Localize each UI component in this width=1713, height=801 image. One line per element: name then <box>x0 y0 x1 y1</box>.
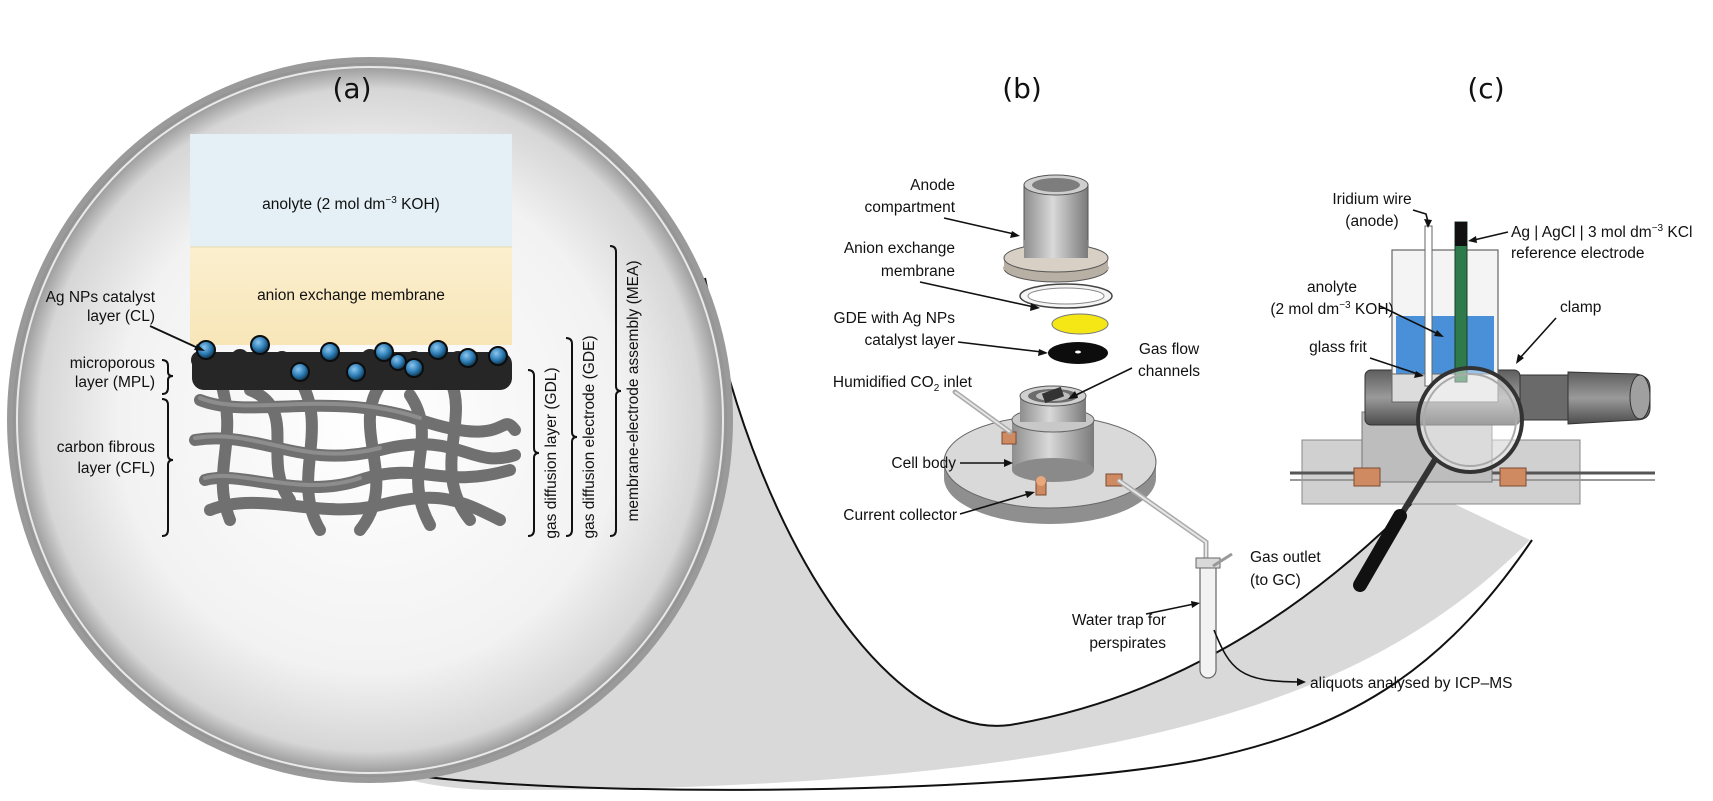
ref-label-line1: Ag | AgCl | 3 mol dm−3 KCl <box>1511 223 1692 241</box>
water-trap-label-line1: Water trap for <box>1072 612 1166 629</box>
ref-label-line2: reference electrode <box>1511 245 1645 262</box>
panel-a-label: (a) <box>332 72 371 105</box>
anode-compartment <box>1003 174 1109 283</box>
membrane-label: anion exchange membrane <box>257 287 445 304</box>
aem-label-line2: membrane <box>881 263 955 280</box>
cfl-label-line1: carbon fibrous <box>57 439 155 456</box>
cl-arrow <box>149 325 205 351</box>
cfl-label-line2: layer (CFL) <box>77 460 155 477</box>
iridium-label-line1: Iridium wire <box>1332 191 1411 208</box>
anode-label-line2: compartment <box>865 199 956 216</box>
copper-fitting-right <box>1499 467 1527 487</box>
panel-b-label: (b) <box>1002 72 1042 105</box>
glass-cell <box>1391 249 1499 403</box>
gasflow-label-line1: Gas flow <box>1139 341 1200 358</box>
clamp-label: clamp <box>1560 299 1601 316</box>
gde-label: gas diffusion electrode (GDE) <box>581 335 598 538</box>
anolyte-layer <box>190 134 512 247</box>
co2-inlet-label: Humidified CO2 inlet <box>833 374 973 394</box>
gasflow-label-line2: channels <box>1138 363 1200 380</box>
aem-label-line1: Anion exchange <box>844 240 955 257</box>
magnifier-cone-edge-upper <box>704 277 1426 727</box>
aliquots-label: aliquots analysed by ICP–MS <box>1310 675 1512 692</box>
anolyte-label: anolyte (2 mol dm−3 KOH) <box>262 195 440 213</box>
cl-label-line1: Ag NPs catalyst <box>46 289 156 306</box>
mpl-label-line1: microporous <box>70 355 156 372</box>
iridium-wire <box>1424 225 1433 387</box>
gde-brace <box>565 337 578 537</box>
mea-label: membrane-electrode assembly (MEA) <box>625 260 642 521</box>
gde-b-label-line2: catalyst layer <box>865 332 955 349</box>
mpl-brace <box>161 359 174 395</box>
anolyte-c-label-line1: anolyte <box>1307 279 1357 296</box>
current-collector-label: Current collector <box>843 507 957 524</box>
mea-brace <box>609 245 622 537</box>
gdl-label: gas diffusion layer (GDL) <box>543 367 560 538</box>
magnifier-cone-edge-lower <box>379 539 1533 791</box>
ag-nanoparticles <box>196 335 508 382</box>
gde-yellow-disc <box>1051 313 1109 335</box>
iridium-label-line2: (anode) <box>1345 213 1398 230</box>
gdl-brace <box>527 369 540 537</box>
gas-outlet-label-line2: (to GC) <box>1250 572 1301 589</box>
cell-body-label: Cell body <box>891 455 956 472</box>
aliquots-arrow <box>1213 629 1301 683</box>
frit-label: glass frit <box>1309 339 1367 356</box>
water-trap <box>1195 552 1233 679</box>
panel-c-label: (c) <box>1467 72 1504 105</box>
water-trap-label-line2: perspirates <box>1089 635 1166 652</box>
gde-b-label-line1: GDE with Ag NPs <box>834 310 956 327</box>
electrolyte <box>1396 316 1494 374</box>
copper-fittings <box>1001 431 1123 496</box>
cfl-brace <box>161 398 174 537</box>
lens-rim <box>7 57 733 783</box>
cell-body <box>943 385 1157 524</box>
gas-outlet-label-line1: Gas outlet <box>1250 549 1321 566</box>
copper-fitting-left <box>1353 467 1381 487</box>
cl-label-line2: layer (CL) <box>87 308 155 325</box>
magnifying-glass <box>1353 366 1524 592</box>
anolyte-c-label-line2: (2 mol dm−3 KOH) <box>1270 300 1393 318</box>
anode-label-line1: Anode <box>910 177 955 194</box>
mpl-label-line2: layer (MPL) <box>75 374 155 391</box>
membrane-layer <box>190 247 512 345</box>
